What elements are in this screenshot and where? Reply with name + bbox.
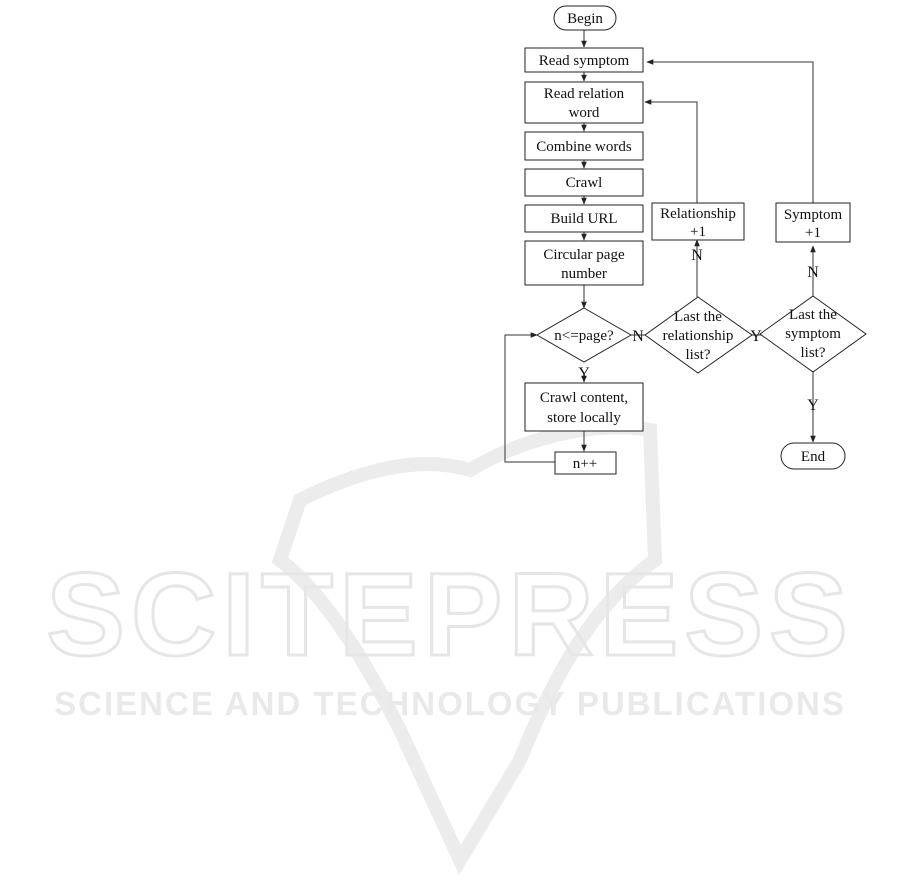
symptom-plus-one-box: Symptom +1 bbox=[776, 203, 850, 242]
edge-symptom-plus-one-loop bbox=[647, 62, 813, 203]
n-le-page-decision: n<=page? bbox=[537, 308, 631, 362]
read-symptom-box: Read symptom bbox=[525, 48, 643, 72]
last-relationship-line1: Last the bbox=[674, 309, 722, 325]
crawl-box: Crawl bbox=[525, 169, 643, 196]
n-le-page-label: n<=page? bbox=[554, 328, 614, 344]
read-relation-label-line2: word bbox=[569, 105, 600, 121]
relationship-plus-one-box: Relationship +1 bbox=[652, 203, 744, 240]
symptom-plus-one-line2: +1 bbox=[805, 225, 821, 241]
begin-label: Begin bbox=[567, 11, 603, 27]
label-no-n-le-page: N bbox=[632, 328, 644, 345]
circular-page-label-line2: number bbox=[561, 266, 607, 282]
n-increment-label: n++ bbox=[573, 456, 597, 472]
read-symptom-label: Read symptom bbox=[539, 53, 630, 69]
read-relation-label-line1: Read relation bbox=[544, 86, 625, 102]
last-relationship-line3: list? bbox=[686, 347, 711, 363]
circular-page-label-line1: Circular page bbox=[543, 247, 625, 263]
last-symptom-line2: symptom bbox=[785, 326, 841, 342]
build-url-box: Build URL bbox=[525, 205, 643, 232]
crawl-content-label-line2: store locally bbox=[547, 410, 621, 426]
crawl-content-label-line1: Crawl content, bbox=[540, 390, 628, 406]
circular-page-number-box: Circular page number bbox=[525, 241, 643, 285]
label-no-relationship: N bbox=[691, 247, 703, 264]
build-url-label: Build URL bbox=[550, 211, 617, 227]
label-yes-relationship: Y bbox=[750, 328, 762, 345]
last-relationship-decision: Last the relationship list? bbox=[645, 297, 752, 373]
begin-terminal: Begin bbox=[554, 6, 616, 30]
edge-relationship-plus-one-loop bbox=[645, 102, 697, 203]
crawl-content-box: Crawl content, store locally bbox=[525, 383, 643, 431]
label-yes-symptom: Y bbox=[807, 397, 819, 414]
relationship-plus-one-line2: +1 bbox=[690, 224, 706, 240]
end-label: End bbox=[801, 449, 826, 465]
last-symptom-decision: Last the symptom list? bbox=[760, 296, 866, 372]
n-increment-box: n++ bbox=[555, 452, 616, 474]
read-relation-word-box: Read relation word bbox=[525, 82, 643, 123]
end-terminal: End bbox=[781, 443, 845, 469]
symptom-plus-one-line1: Symptom bbox=[784, 207, 843, 223]
last-relationship-line2: relationship bbox=[663, 328, 734, 344]
last-symptom-line1: Last the bbox=[789, 307, 837, 323]
label-yes-n-le-page: Y bbox=[578, 365, 590, 382]
last-symptom-line3: list? bbox=[801, 345, 826, 361]
label-no-symptom: N bbox=[807, 264, 819, 281]
combine-words-box: Combine words bbox=[525, 132, 643, 160]
relationship-plus-one-line1: Relationship bbox=[660, 206, 736, 222]
combine-words-label: Combine words bbox=[536, 139, 632, 155]
crawl-label: Crawl bbox=[566, 175, 603, 191]
